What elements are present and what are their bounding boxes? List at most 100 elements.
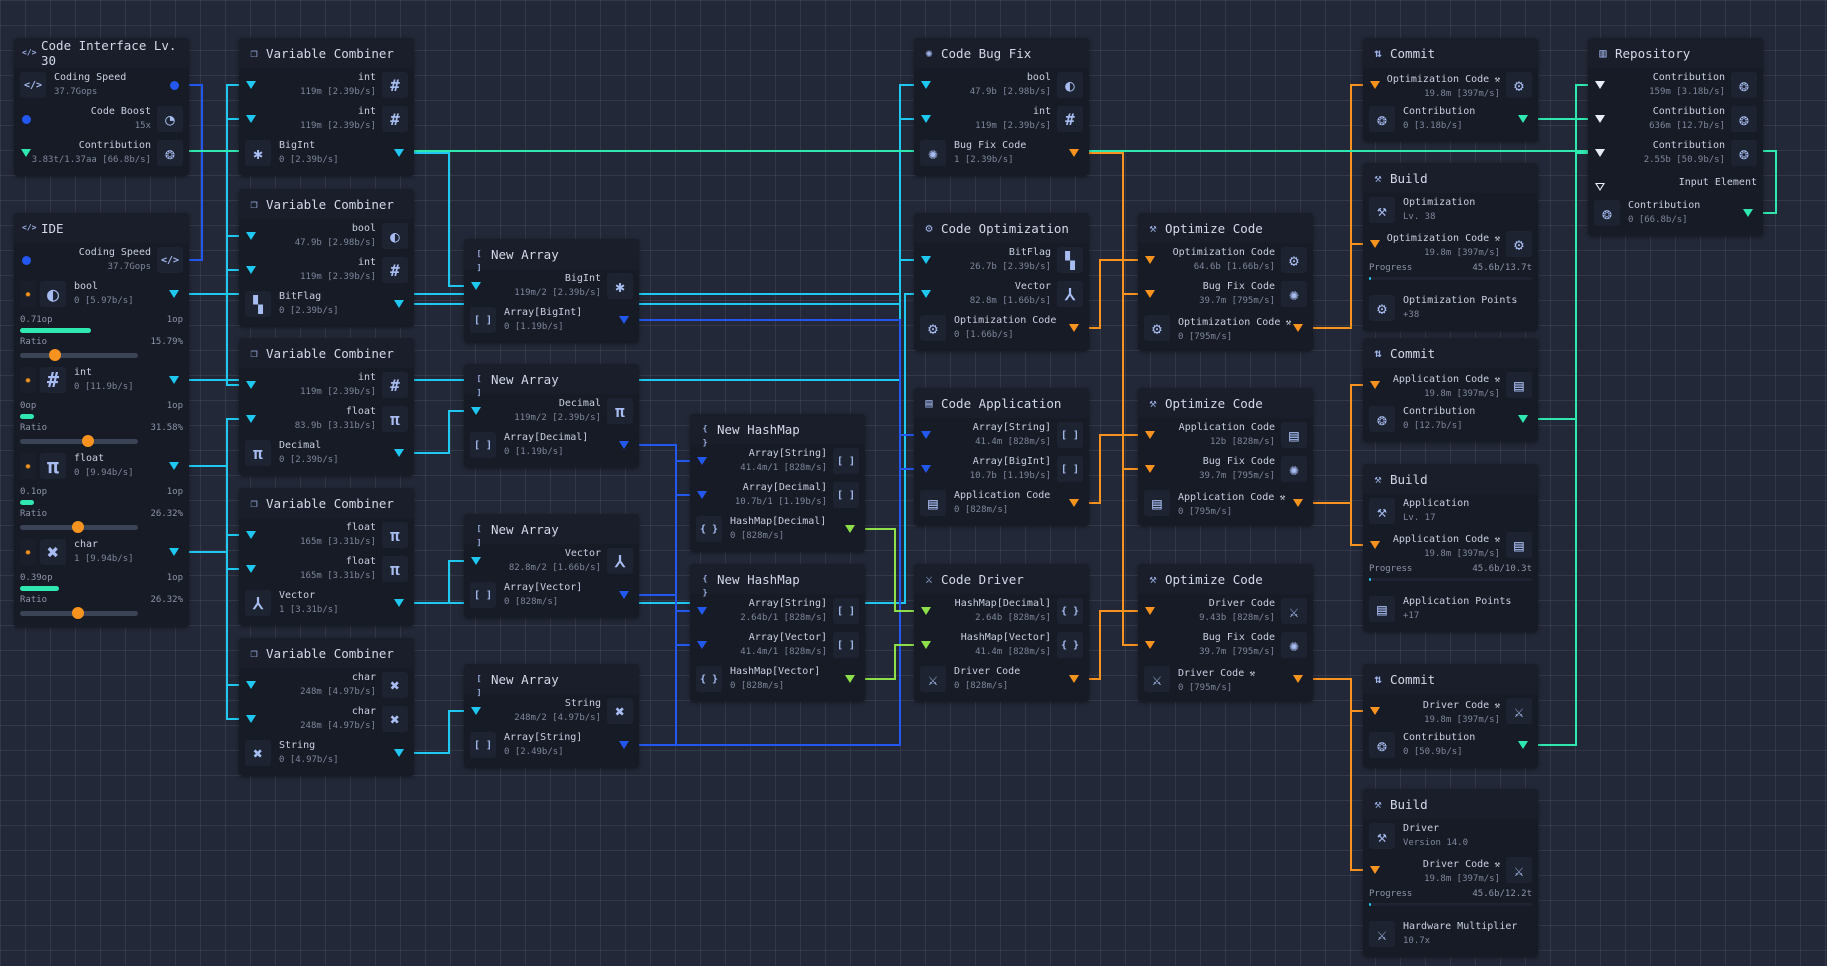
node-header[interactable]: ⚒Build: [1363, 464, 1538, 494]
node-header[interactable]: ❐Variable Combiner: [239, 488, 414, 518]
node-header[interactable]: [ ]New Array: [464, 514, 639, 547]
port-cyan[interactable]: [246, 381, 256, 389]
ratio-slider[interactable]: [20, 521, 138, 533]
port-lime[interactable]: [845, 525, 855, 533]
port-blue[interactable]: [22, 115, 31, 124]
node-header[interactable]: ⇅Commit: [1363, 338, 1538, 368]
node-header[interactable]: ⚒Optimize Code: [1138, 213, 1313, 243]
node-header[interactable]: ▥Repository: [1588, 38, 1763, 68]
node-header[interactable]: ❐Variable Combiner: [239, 189, 414, 219]
port-blue[interactable]: [619, 316, 629, 324]
port-cyan[interactable]: [246, 681, 256, 689]
port-blue[interactable]: [697, 641, 707, 649]
port-orange[interactable]: [1370, 707, 1380, 715]
port-cyan[interactable]: [246, 531, 256, 539]
port-cyan[interactable]: [921, 115, 931, 123]
port-orange[interactable]: [1145, 607, 1155, 615]
port-cyan[interactable]: [169, 290, 179, 298]
port-cyan[interactable]: [921, 290, 931, 298]
port-orange[interactable]: [1069, 499, 1079, 507]
port-blue[interactable]: [921, 465, 931, 473]
port-cyan[interactable]: [471, 282, 481, 290]
port-teal[interactable]: [1518, 115, 1528, 123]
port-cyan[interactable]: [246, 565, 256, 573]
port-blue[interactable]: [619, 591, 629, 599]
node-header[interactable]: { }New HashMap: [690, 414, 865, 447]
port-blue[interactable]: [170, 81, 179, 90]
port-teal[interactable]: [1518, 415, 1528, 423]
port-cyan[interactable]: [246, 415, 256, 423]
port-orange[interactable]: [1069, 324, 1079, 332]
node-header[interactable]: ⚒Build: [1363, 163, 1538, 193]
port-cyan[interactable]: [471, 707, 481, 715]
ratio-slider[interactable]: [20, 435, 138, 447]
slider-knob[interactable]: [71, 607, 84, 619]
port-cyan[interactable]: [394, 449, 404, 457]
node-header[interactable]: ❐Variable Combiner: [239, 638, 414, 668]
port-teal[interactable]: [1743, 209, 1753, 217]
port-cyan[interactable]: [169, 462, 179, 470]
gear-icon[interactable]: ✹: [20, 453, 36, 479]
slider-knob[interactable]: [49, 349, 62, 361]
ratio-slider[interactable]: [20, 349, 138, 361]
port-cyan[interactable]: [169, 548, 179, 556]
node-header[interactable]: ⚔Code Driver: [914, 564, 1089, 594]
port-cyan[interactable]: [471, 557, 481, 565]
node-header[interactable]: ⚒Optimize Code: [1138, 388, 1313, 418]
node-header[interactable]: </>Code Interface Lv. 30: [14, 38, 189, 68]
port-cyan[interactable]: [394, 599, 404, 607]
port-orange[interactable]: [1370, 81, 1380, 89]
port-cyan[interactable]: [246, 115, 256, 123]
node-header[interactable]: ⚙Code Optimization: [914, 213, 1089, 243]
port-orange[interactable]: [1145, 256, 1155, 264]
node-header[interactable]: ✺Code Bug Fix: [914, 38, 1089, 68]
port-blue[interactable]: [619, 741, 629, 749]
port-orange[interactable]: [1145, 641, 1155, 649]
port-orange[interactable]: [1370, 381, 1380, 389]
port-lime[interactable]: [921, 641, 931, 649]
node-header[interactable]: ❐Variable Combiner: [239, 338, 414, 368]
node-header[interactable]: ▤Code Application: [914, 388, 1089, 418]
port-cyan[interactable]: [394, 300, 404, 308]
node-header[interactable]: ⚒Optimize Code: [1138, 564, 1313, 594]
gear-icon[interactable]: ✹: [20, 539, 36, 565]
port-cyan[interactable]: [921, 81, 931, 89]
port-cyan[interactable]: [394, 149, 404, 157]
node-header[interactable]: { }New HashMap: [690, 564, 865, 597]
port-white[interactable]: [1595, 183, 1605, 191]
port-cyan[interactable]: [246, 81, 256, 89]
port-cyan[interactable]: [246, 232, 256, 240]
port-teal[interactable]: [1518, 741, 1528, 749]
gear-icon[interactable]: ✹: [20, 281, 36, 307]
gear-icon[interactable]: ✹: [20, 367, 36, 393]
node-header[interactable]: [ ]New Array: [464, 364, 639, 397]
port-cyan[interactable]: [169, 376, 179, 384]
port-orange[interactable]: [1370, 240, 1380, 248]
port-orange[interactable]: [1145, 290, 1155, 298]
port-orange[interactable]: [1069, 675, 1079, 683]
port-blue[interactable]: [22, 256, 31, 265]
port-orange[interactable]: [1145, 465, 1155, 473]
ratio-slider[interactable]: [20, 607, 138, 619]
node-header[interactable]: [ ]New Array: [464, 664, 639, 697]
node-header[interactable]: ❐Variable Combiner: [239, 38, 414, 68]
port-white[interactable]: [1595, 149, 1605, 157]
port-orange[interactable]: [1293, 675, 1303, 683]
